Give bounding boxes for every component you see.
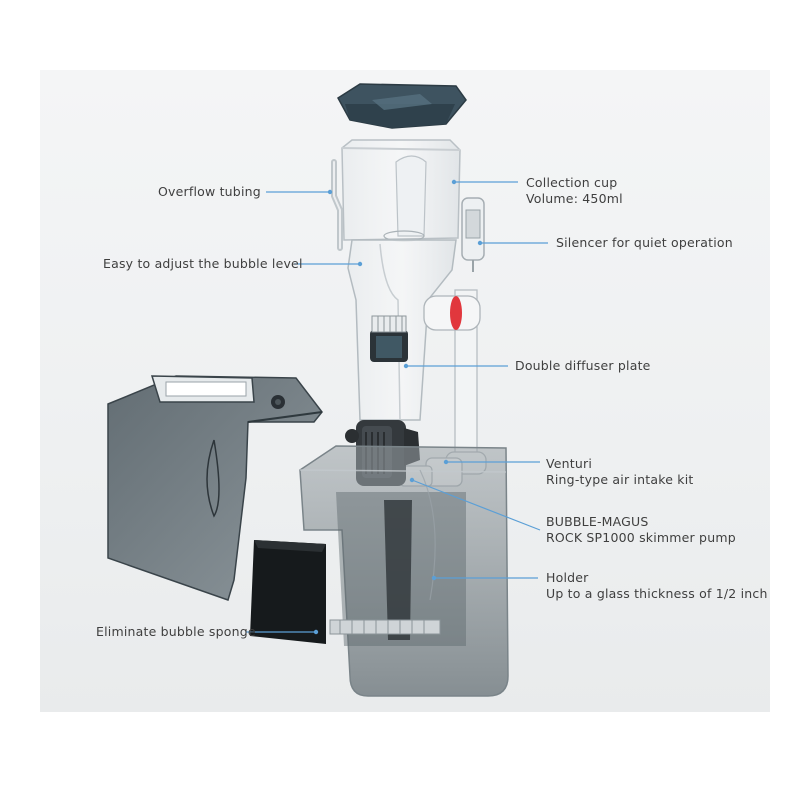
bubble-sponge — [250, 540, 326, 644]
pump-model: ROCK SP1000 skimmer pump — [546, 530, 736, 545]
label-collection-cup: Collection cup Volume: 450ml — [526, 175, 623, 207]
overflow-tubing — [331, 159, 343, 251]
label-pump: BUBBLE-MAGUS ROCK SP1000 skimmer pump — [546, 514, 736, 546]
label-bubble-sponge: Eliminate bubble sponge — [96, 624, 256, 639]
collection-cup-volume: Volume: 450ml — [526, 191, 623, 206]
holder-detail: Up to a glass thickness of 1/2 inch — [546, 586, 768, 601]
label-holder: Holder Up to a glass thickness of 1/2 in… — [546, 570, 768, 602]
label-silencer: Silencer for quiet operation — [556, 235, 733, 250]
silencer — [461, 197, 485, 272]
skimmer-body — [299, 445, 509, 697]
callout-lines — [246, 181, 548, 633]
label-overflow-tubing: Overflow tubing — [158, 184, 261, 199]
leader-pump — [411, 479, 541, 531]
diffuser-plate — [370, 315, 408, 362]
lid — [337, 83, 467, 129]
collection-cup-title: Collection cup — [526, 175, 618, 190]
holder — [107, 375, 323, 601]
label-diffuser: Double diffuser plate — [515, 358, 651, 373]
pump-brand: BUBBLE-MAGUS — [546, 514, 649, 529]
label-bubble-level: Easy to adjust the bubble level — [103, 256, 303, 271]
callout-dots — [313, 179, 483, 635]
holder-title: Holder — [546, 570, 589, 585]
venturi-detail: Ring-type air intake kit — [546, 472, 694, 487]
label-venturi: Venturi Ring-type air intake kit — [546, 456, 694, 488]
collection-cup — [341, 139, 461, 242]
venturi-title: Venturi — [546, 456, 593, 471]
